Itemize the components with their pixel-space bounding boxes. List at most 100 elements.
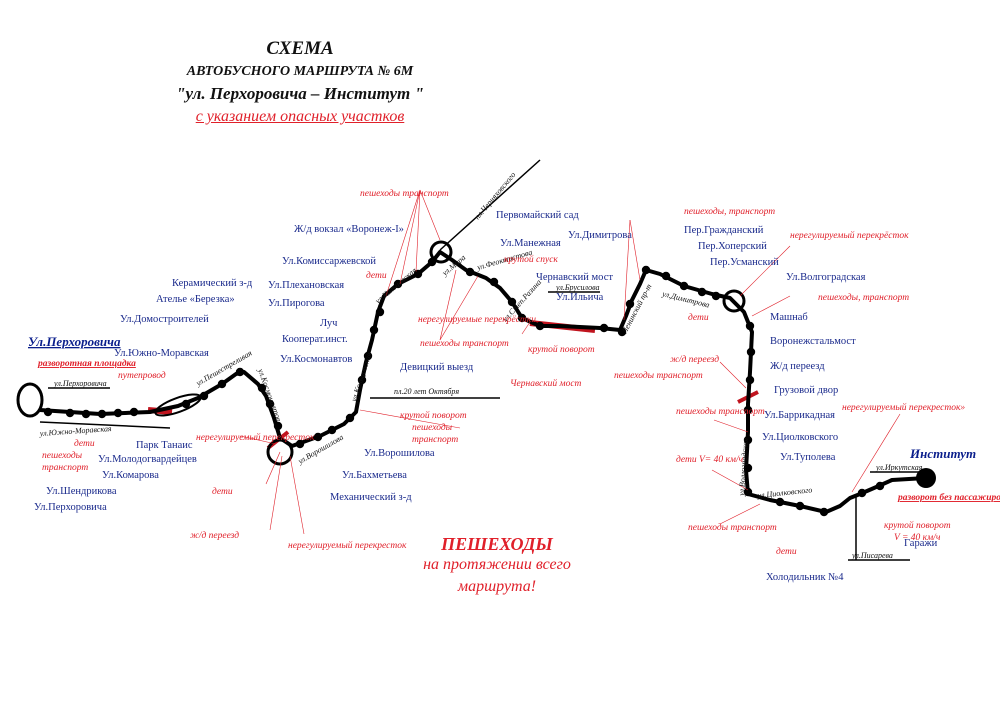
stop-dot: [661, 271, 671, 281]
stop-dot: [535, 321, 545, 331]
side-road-chernyakhovskogo: [439, 159, 541, 251]
stop-label: Ул.Димитрова: [568, 230, 632, 241]
stop-label: Ул.Ильича: [556, 292, 604, 303]
warning-title: ПЕШЕХОДЫ: [441, 534, 553, 554]
terminal-labels: Ул.Перхоровича Институт: [28, 334, 976, 461]
hazard-label: дети: [776, 546, 797, 557]
stop-label: Ул.Шендрикова: [46, 486, 117, 497]
stop-label: Ул.Южно-Моравская: [114, 348, 209, 359]
hazard-label: дети V= 40 км/ч: [676, 454, 744, 465]
stop-label: Гаражи: [904, 538, 938, 549]
stop-dot: [113, 408, 123, 418]
warning-line-2: на протяжении всего: [423, 556, 571, 573]
hazard-leaders: [239, 189, 901, 535]
stop-label: Воронежстальмост: [770, 336, 856, 347]
ring-voronezh-1: [429, 240, 453, 264]
street-label: ул.Иркутская: [875, 463, 923, 472]
stop-label: Парк Танаис: [136, 440, 193, 451]
stop-label: Машнаб: [770, 312, 808, 323]
stop-dot: [235, 367, 245, 377]
stop-dot: [745, 375, 755, 385]
street-label: ул.Космонавтов: [256, 367, 284, 423]
stop-dot: [743, 405, 753, 415]
stop-label: Пер.Гражданский: [684, 225, 764, 236]
stop-dot: [217, 379, 227, 389]
stop-label: Механический з-д: [330, 492, 412, 503]
scheme-note: с указанием опасных участков: [195, 108, 405, 125]
stop-dot: [775, 497, 785, 507]
stop-label: Пер.Усманский: [710, 257, 779, 268]
stop-label: Луч: [320, 318, 338, 329]
stop-label: Ул.Плехановская: [268, 280, 344, 291]
stop-dot: [357, 375, 367, 385]
stop-dot: [363, 351, 373, 361]
street-label: ул.Кольцовская: [349, 351, 374, 404]
hazard-label: пешеходы транспорт: [676, 406, 765, 417]
terminal-end-marker: [916, 468, 936, 488]
hazard-label: пешеходы транспорт: [420, 338, 509, 349]
stop-label: Первомайский сад: [496, 210, 579, 221]
ring-dimitrova: [722, 289, 746, 313]
stop-dot: [327, 425, 337, 435]
street-label: ул.Южно-Моравская: [39, 424, 113, 438]
stop-dot: [517, 313, 527, 323]
hazard-label: нерегулируемые перекрёстки: [418, 315, 536, 325]
stop-dot: [97, 409, 107, 419]
stop-dot: [745, 321, 755, 331]
stop-label: Чернавский мост: [536, 272, 613, 283]
stop-label: Ж/д вокзал «Воронеж-I»: [294, 224, 404, 235]
stop-label: Ул.Комиссаржевской: [282, 256, 376, 267]
stop-dot: [129, 407, 139, 417]
street-label: ул.Брусилова: [555, 283, 600, 292]
hazard-label: транспорт: [412, 435, 458, 445]
stop-label: Керамический з-д: [172, 278, 253, 289]
stop-dot: [743, 435, 753, 445]
hazard-label: крутой поворот: [528, 344, 595, 355]
hazard-label: пешеходы транспорт: [360, 188, 449, 199]
terminal-start-label: Ул.Перхоровича: [28, 334, 121, 349]
stop-dot: [295, 439, 305, 449]
stop-dot: [265, 399, 275, 409]
stop-label: Ул.Молодогвардейцев: [98, 454, 197, 465]
street-label: ул.Перхоровича: [53, 379, 107, 388]
turnaround-loop-start: [16, 382, 44, 418]
stop-dot: [711, 291, 721, 301]
stop-label: Пер.Хоперский: [698, 241, 767, 252]
side-road-yuzhno-moravskaya: [39, 421, 171, 429]
stop-dot: [625, 299, 635, 309]
stop-dot: [746, 347, 756, 357]
stop-label: Ателье «Березка»: [156, 294, 235, 305]
route-line: [39, 250, 927, 514]
hazard-label: путепровод: [118, 370, 166, 381]
hazard-label: разворотная площадка: [37, 358, 136, 369]
hazard-label: нерегулируемый перекресток: [196, 432, 315, 443]
stop-dot: [599, 323, 609, 333]
street-label: ул.Писарева: [851, 551, 893, 560]
stop-labels: Ул.Домостроителей Ателье «Березка» Керам…: [34, 210, 938, 583]
turnaround-loop-kosmonavtov: [266, 438, 294, 466]
stop-dot: [507, 297, 517, 307]
hazard-label: пешеходы: [42, 450, 83, 461]
stop-dot: [857, 488, 867, 498]
stop-dot: [181, 399, 191, 409]
stop-label: Грузовой двор: [774, 385, 838, 396]
scheme-subtitle: АВТОБУСНОГО МАРШРУТА № 6М: [186, 64, 414, 79]
stop-dot: [81, 409, 91, 419]
terminal-end-label: Институт: [909, 446, 976, 461]
hazard-label: Чернавский мост: [510, 378, 582, 389]
stop-dot: [743, 463, 753, 473]
hazard-label: разворот без пассажиров: [897, 492, 1000, 503]
warning-line-3: маршрута!: [457, 578, 537, 595]
stop-dot: [65, 408, 75, 418]
stop-label: Ул.Космонавтов: [280, 354, 352, 365]
stop-label: Ж/д переезд: [770, 361, 825, 372]
hazard-label: нерегулируемый перекресток»: [842, 402, 965, 413]
stop-label: Ул.Манежная: [500, 238, 561, 249]
hazard-label: пешеходы, транспорт: [684, 206, 775, 217]
stop-label: Девицкий выезд: [400, 362, 474, 373]
hazard-label: транспорт: [42, 463, 88, 473]
stop-dot: [427, 257, 437, 267]
stop-label: Ул.Ворошилова: [364, 448, 435, 459]
stop-dot: [617, 327, 627, 337]
